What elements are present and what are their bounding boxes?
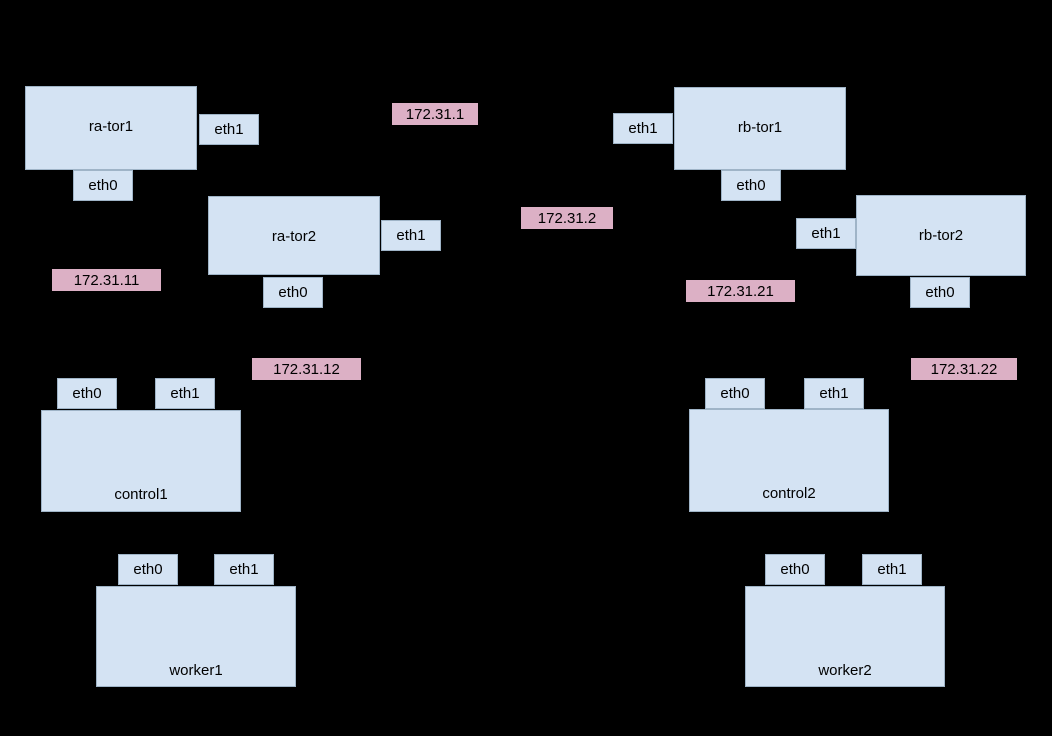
node-control2[interactable]: control2 (689, 409, 889, 512)
interface-label: eth1 (811, 225, 841, 242)
interface-worker2-eth1[interactable]: eth1 (862, 554, 922, 585)
ip-label-text: 172.31.22 (930, 360, 998, 378)
interface-control1-eth1[interactable]: eth1 (155, 378, 215, 409)
ip-label-ip-172-31-1[interactable]: 172.31.1 (392, 103, 478, 125)
node-label: ra-tor2 (271, 228, 317, 245)
interface-control1-eth0[interactable]: eth0 (57, 378, 117, 409)
ip-label-text: 172.31.2 (537, 209, 597, 227)
interface-label: eth1 (628, 120, 658, 137)
interface-label: eth1 (819, 385, 849, 402)
node-ra-tor1[interactable]: ra-tor1 (25, 86, 197, 170)
interface-label: eth1 (214, 121, 244, 138)
interface-label: eth1 (396, 227, 426, 244)
interface-rb-tor2-eth0[interactable]: eth0 (910, 277, 970, 308)
ip-label-ip-172-31-12[interactable]: 172.31.12 (252, 358, 361, 380)
node-label: rb-tor1 (737, 119, 783, 136)
ip-label-ip-172-31-11[interactable]: 172.31.11 (52, 269, 161, 291)
interface-rb-tor2-eth1[interactable]: eth1 (796, 218, 856, 249)
interface-label: eth0 (278, 284, 308, 301)
ip-label-text: 172.31.21 (707, 282, 774, 300)
node-label: ra-tor1 (88, 118, 134, 135)
interface-ra-tor1-eth0[interactable]: eth0 (73, 170, 133, 201)
node-label: rb-tor2 (918, 227, 964, 244)
node-label: worker2 (818, 662, 872, 679)
interface-label: eth0 (780, 561, 810, 578)
interface-label: eth0 (925, 284, 955, 301)
node-worker1[interactable]: worker1 (96, 586, 296, 687)
ip-label-ip-172-31-22[interactable]: 172.31.22 (911, 358, 1017, 380)
interface-worker1-eth0[interactable]: eth0 (118, 554, 178, 585)
interface-control2-eth1[interactable]: eth1 (804, 378, 864, 409)
node-label: control2 (762, 485, 816, 502)
interface-control2-eth0[interactable]: eth0 (705, 378, 765, 409)
ip-label-text: 172.31.1 (405, 105, 465, 123)
node-label: control1 (114, 486, 168, 503)
interface-label: eth0 (736, 177, 766, 194)
interface-label: eth1 (877, 561, 907, 578)
node-control1[interactable]: control1 (41, 410, 241, 512)
interface-worker2-eth0[interactable]: eth0 (765, 554, 825, 585)
node-worker2[interactable]: worker2 (745, 586, 945, 687)
node-ra-tor2[interactable]: ra-tor2 (208, 196, 380, 275)
ip-label-text: 172.31.11 (73, 271, 140, 289)
interface-ra-tor2-eth1[interactable]: eth1 (381, 220, 441, 251)
interface-worker1-eth1[interactable]: eth1 (214, 554, 274, 585)
interface-label: eth0 (720, 385, 750, 402)
ip-label-text: 172.31.12 (273, 360, 340, 378)
interface-label: eth0 (72, 385, 102, 402)
interface-rb-tor1-eth1[interactable]: eth1 (613, 113, 673, 144)
node-label: worker1 (169, 662, 223, 679)
interface-label: eth1 (170, 385, 200, 402)
interface-label: eth1 (229, 561, 259, 578)
interface-ra-tor2-eth0[interactable]: eth0 (263, 277, 323, 308)
node-rb-tor2[interactable]: rb-tor2 (856, 195, 1026, 276)
interface-label: eth0 (88, 177, 118, 194)
interface-rb-tor1-eth0[interactable]: eth0 (721, 170, 781, 201)
interface-ra-tor1-eth1[interactable]: eth1 (199, 114, 259, 145)
interface-label: eth0 (133, 561, 163, 578)
ip-label-ip-172-31-21[interactable]: 172.31.21 (686, 280, 795, 302)
node-rb-tor1[interactable]: rb-tor1 (674, 87, 846, 170)
ip-label-ip-172-31-2[interactable]: 172.31.2 (521, 207, 613, 229)
